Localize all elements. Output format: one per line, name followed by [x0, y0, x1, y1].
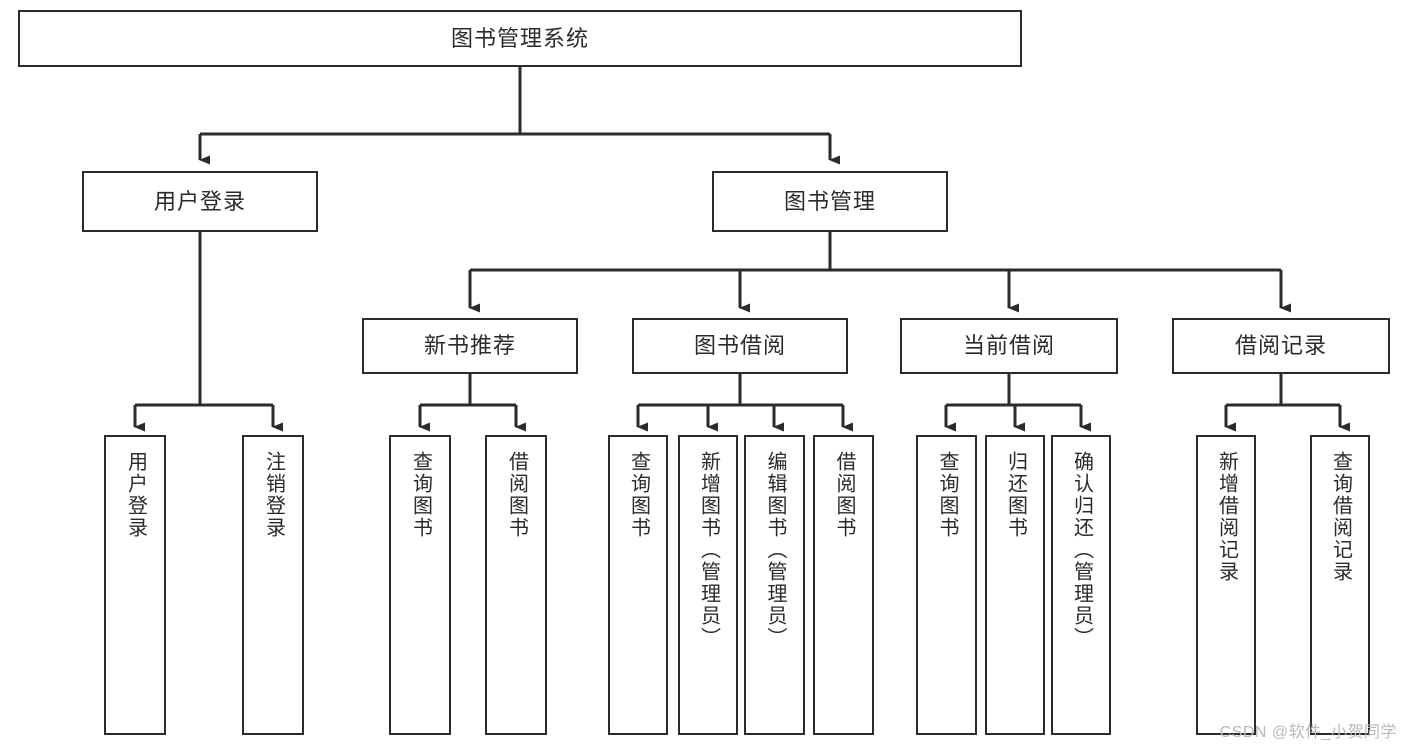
node-leaf-confirm-return-label: 确认归还（管理员）: [1070, 451, 1093, 649]
node-leaf-query-record-label: 查询借阅记录: [1329, 451, 1352, 583]
node-leaf-add-record-label: 新增借阅记录: [1215, 451, 1238, 583]
node-leaf-query-book-1[interactable]: 查询图书: [389, 435, 451, 735]
node-root[interactable]: 图书管理系统: [18, 10, 1022, 67]
node-leaf-logout[interactable]: 注销登录: [242, 435, 304, 735]
node-leaf-query-book-3[interactable]: 查询图书: [916, 435, 977, 735]
node-book-borrow[interactable]: 图书借阅: [632, 318, 848, 374]
node-leaf-query-book-2[interactable]: 查询图书: [608, 435, 668, 735]
node-leaf-return-book-label: 归还图书: [1004, 451, 1027, 539]
node-current-borrow-label: 当前借阅: [962, 333, 1055, 359]
node-leaf-query-book-1-label: 查询图书: [409, 451, 432, 539]
node-leaf-query-book-2-label: 查询图书: [627, 451, 650, 539]
node-leaf-add-book-label: 新增图书（管理员）: [697, 451, 720, 649]
node-new-book-recommend-label: 新书推荐: [423, 333, 516, 359]
node-book-manage[interactable]: 图书管理: [712, 171, 948, 232]
node-user-login-label: 用户登录: [153, 188, 246, 214]
node-leaf-add-record[interactable]: 新增借阅记录: [1196, 435, 1256, 735]
node-leaf-edit-book[interactable]: 编辑图书（管理员）: [744, 435, 805, 735]
node-borrow-record[interactable]: 借阅记录: [1172, 318, 1390, 374]
node-leaf-query-book-3-label: 查询图书: [936, 451, 958, 539]
watermark-text: CSDN @软件_小贺同学: [1219, 724, 1397, 741]
node-leaf-return-book[interactable]: 归还图书: [985, 435, 1045, 735]
node-book-manage-label: 图书管理: [783, 188, 876, 214]
node-root-label: 图书管理系统: [450, 25, 589, 51]
node-user-login[interactable]: 用户登录: [82, 171, 318, 232]
node-leaf-logout-label: 注销登录: [262, 451, 285, 539]
node-current-borrow[interactable]: 当前借阅: [900, 318, 1118, 374]
node-leaf-borrow-book-1-label: 借阅图书: [505, 451, 528, 539]
node-borrow-record-label: 借阅记录: [1234, 333, 1327, 359]
node-new-book-recommend[interactable]: 新书推荐: [362, 318, 578, 374]
node-leaf-confirm-return[interactable]: 确认归还（管理员）: [1051, 435, 1111, 735]
node-book-borrow-label: 图书借阅: [693, 333, 786, 359]
node-leaf-user-login-label: 用户登录: [124, 451, 147, 539]
node-leaf-query-record[interactable]: 查询借阅记录: [1310, 435, 1370, 735]
node-leaf-add-book[interactable]: 新增图书（管理员）: [678, 435, 738, 735]
node-leaf-edit-book-label: 编辑图书（管理员）: [764, 451, 786, 649]
node-leaf-borrow-book-1[interactable]: 借阅图书: [485, 435, 547, 735]
node-leaf-user-login[interactable]: 用户登录: [104, 435, 166, 735]
node-leaf-borrow-book-2[interactable]: 借阅图书: [813, 435, 874, 735]
node-leaf-borrow-book-2-label: 借阅图书: [833, 451, 855, 539]
